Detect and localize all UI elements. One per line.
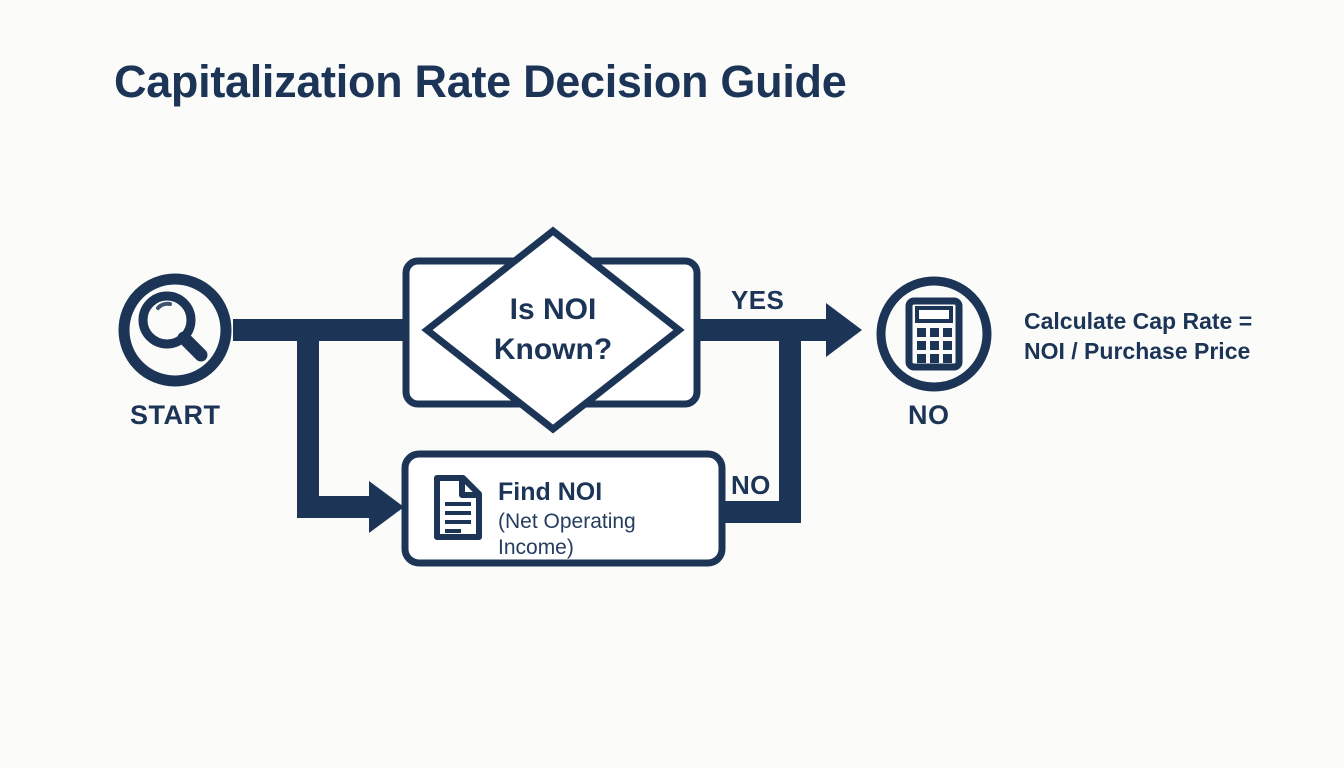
start-node[interactable]: [118, 273, 232, 387]
result-formula-line-2: NOI / Purchase Price: [1024, 338, 1251, 365]
arrowhead-to-task: [369, 481, 404, 533]
result-node[interactable]: [876, 276, 992, 392]
edge-label-no: NO: [731, 470, 771, 500]
calculator-icon: [905, 297, 963, 371]
decision-diamond: [421, 226, 685, 434]
edge-task-riser: [779, 330, 801, 512]
decision-node-text: Is NOI Known?: [423, 290, 683, 370]
page-title: Capitalization Rate Decision Guide: [114, 56, 847, 107]
connector-group: [233, 303, 862, 533]
decision-node[interactable]: [402, 226, 701, 434]
edge-decision-to-result: [697, 319, 830, 341]
result-node-label: NO: [908, 400, 950, 430]
decision-line-1: Is NOI: [509, 293, 597, 326]
edge-branch-right: [297, 496, 371, 518]
arrowhead-to-result: [826, 303, 862, 357]
task-node-subtitle: (Net Operating Income): [498, 510, 636, 560]
edge-start-to-decision: [233, 319, 409, 341]
edge-task-to-riser: [720, 501, 801, 523]
edge-label-yes: YES: [731, 285, 785, 315]
magnifier-icon: [138, 291, 208, 362]
decision-line-2: Known?: [493, 332, 613, 366]
task-node-title: Find NOI: [498, 478, 603, 506]
result-formula-line-1: Calculate Cap Rate =: [1024, 308, 1253, 334]
task-rect: [401, 450, 726, 567]
result-formula-text: Calculate Cap Rate = NOI / Purchase Pric…: [1024, 306, 1324, 367]
document-icon: [434, 475, 482, 540]
edge-branch-down: [297, 330, 319, 512]
task-node[interactable]: [401, 450, 726, 567]
task-node-text: Find NOI (Net Operating Income): [498, 477, 714, 562]
start-node-label: START: [130, 400, 221, 430]
